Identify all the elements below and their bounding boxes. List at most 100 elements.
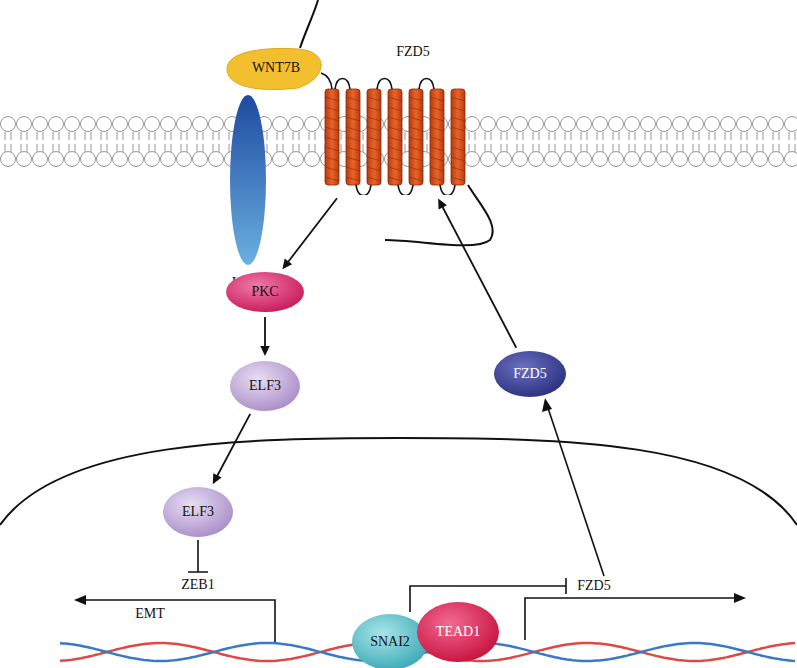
base-pair bbox=[565, 645, 567, 660]
lipid-head bbox=[145, 117, 160, 132]
lipid-tail bbox=[789, 132, 795, 152]
lipid-head bbox=[49, 152, 64, 167]
lipid-head bbox=[161, 152, 176, 167]
base-pair bbox=[691, 643, 693, 661]
lipid-tail bbox=[501, 132, 507, 152]
arrowhead bbox=[74, 595, 86, 605]
lipid-head bbox=[785, 152, 797, 167]
lipid-head bbox=[1, 117, 16, 132]
lipid-tail bbox=[629, 132, 635, 152]
lipid-head bbox=[657, 152, 672, 167]
lipid-head bbox=[481, 152, 496, 167]
node-label: ELF3 bbox=[182, 505, 214, 519]
emt-arrow bbox=[82, 600, 275, 642]
arrow-connector bbox=[282, 198, 337, 269]
node-label: FZD5 bbox=[396, 45, 429, 59]
lipid-head bbox=[33, 117, 48, 132]
lipid-head bbox=[577, 152, 592, 167]
lipid-tail bbox=[37, 132, 43, 152]
base-pair bbox=[583, 643, 585, 661]
base-pair bbox=[793, 643, 795, 661]
lipid-tail bbox=[213, 132, 219, 152]
gene-label: ZEB1 bbox=[181, 578, 214, 592]
base-pair bbox=[253, 644, 255, 661]
base-pair bbox=[277, 643, 279, 660]
base-pair bbox=[133, 646, 135, 659]
base-pair bbox=[685, 643, 687, 660]
lipid-head bbox=[785, 117, 797, 132]
lipid-head bbox=[561, 117, 576, 132]
lipid-tail bbox=[277, 132, 283, 152]
base-pair bbox=[595, 643, 597, 660]
base-pair bbox=[187, 646, 189, 658]
protein-node: SNAI2 bbox=[351, 613, 429, 668]
lipid-head bbox=[113, 152, 128, 167]
lipid-head bbox=[753, 152, 768, 167]
lipid-head bbox=[481, 117, 496, 132]
inhibit-line bbox=[188, 540, 208, 572]
protein-node: LRP5 bbox=[226, 94, 270, 290]
base-pair bbox=[571, 644, 573, 660]
lipid-head bbox=[145, 152, 160, 167]
lipid-head bbox=[513, 117, 528, 132]
repress-line bbox=[410, 578, 566, 612]
lipid-tail bbox=[581, 132, 587, 152]
node-label: PKC bbox=[251, 285, 278, 299]
lipid-head bbox=[113, 117, 128, 132]
base-pair bbox=[769, 647, 771, 658]
lipid-head bbox=[289, 152, 304, 167]
lipid-tail bbox=[597, 132, 603, 152]
lipid-tail bbox=[677, 132, 683, 152]
arrow-connector bbox=[213, 414, 250, 484]
base-pair bbox=[289, 645, 291, 659]
lipid-tail bbox=[53, 132, 59, 152]
wnt-tail bbox=[300, 0, 318, 48]
base-pair bbox=[151, 643, 153, 660]
lipid-head bbox=[129, 117, 144, 132]
base-pair bbox=[235, 646, 237, 657]
lipid-head bbox=[289, 117, 304, 132]
receptor-tail bbox=[385, 185, 493, 245]
lipid-head bbox=[609, 152, 624, 167]
base-pair bbox=[613, 646, 615, 659]
lipid-head bbox=[497, 152, 512, 167]
lipid-head bbox=[97, 117, 112, 132]
base-pair bbox=[247, 644, 249, 659]
lipid-head bbox=[561, 152, 576, 167]
node-label: ELF3 bbox=[249, 379, 281, 393]
lipid-head bbox=[81, 152, 96, 167]
lipid-head bbox=[577, 117, 592, 132]
lipid-head bbox=[609, 117, 624, 132]
lipid-head bbox=[65, 152, 80, 167]
lipid-tail bbox=[293, 132, 299, 152]
base-pair bbox=[607, 645, 609, 660]
base-pair bbox=[559, 646, 561, 658]
base-pair bbox=[781, 644, 783, 659]
base-pair bbox=[157, 643, 159, 661]
lipid-head bbox=[529, 152, 544, 167]
base-pair bbox=[259, 643, 261, 661]
node-shape bbox=[317, 45, 477, 195]
lipid-head bbox=[513, 152, 528, 167]
node-label: TEAD1 bbox=[436, 625, 480, 639]
lipid-head bbox=[529, 117, 544, 132]
base-pair bbox=[73, 645, 75, 660]
arrowhead bbox=[542, 398, 552, 412]
lipid-head bbox=[545, 152, 560, 167]
lipid-tail bbox=[85, 132, 91, 152]
arrow-connector bbox=[438, 199, 516, 348]
lipid-head bbox=[209, 152, 224, 167]
lipid-tail bbox=[565, 132, 571, 152]
lipid-tail bbox=[117, 132, 123, 152]
lipid-head bbox=[273, 117, 288, 132]
nuclear-envelope bbox=[0, 438, 797, 525]
lipid-tail bbox=[133, 132, 139, 152]
lipid-head bbox=[193, 117, 208, 132]
base-pair bbox=[619, 647, 621, 657]
protein-node: TEAD1 bbox=[416, 601, 500, 663]
lipid-head bbox=[497, 117, 512, 132]
base-pair bbox=[727, 647, 729, 657]
lipid-head bbox=[209, 117, 224, 132]
base-pair bbox=[667, 646, 669, 659]
base-pair bbox=[697, 643, 699, 661]
